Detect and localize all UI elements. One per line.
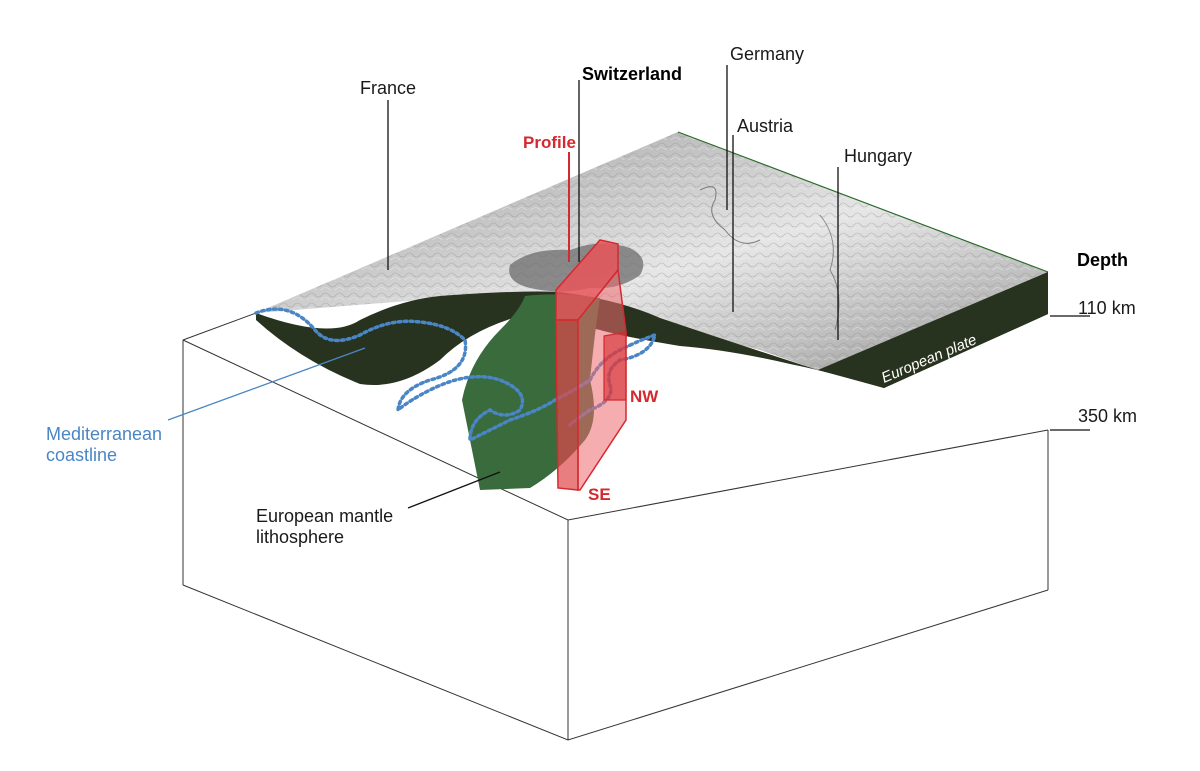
label-switzerland: Switzerland <box>582 64 682 84</box>
mediterranean-coastline-path <box>254 307 658 443</box>
label-germany: Germany <box>730 44 804 64</box>
leader-lines <box>167 65 1090 509</box>
depth-title: Depth <box>1077 250 1128 270</box>
label-france: France <box>360 78 416 98</box>
european-plate-slab <box>256 272 1048 388</box>
label-coastline-1: Mediterranean <box>46 424 162 444</box>
block-wireframe <box>182 312 1049 741</box>
label-mantle-2: lithosphere <box>256 527 344 547</box>
profile-section <box>555 152 627 491</box>
depth-110km: 110 km <box>1078 298 1136 318</box>
label-coastline-2: coastline <box>46 445 117 465</box>
label-se: SE <box>588 485 611 504</box>
label-austria: Austria <box>737 116 794 136</box>
label-mantle-1: European mantle <box>256 506 393 526</box>
label-hungary: Hungary <box>844 146 912 166</box>
depth-350km: 350 km <box>1078 406 1137 426</box>
label-nw: NW <box>630 387 659 406</box>
label-profile: Profile <box>523 133 576 152</box>
